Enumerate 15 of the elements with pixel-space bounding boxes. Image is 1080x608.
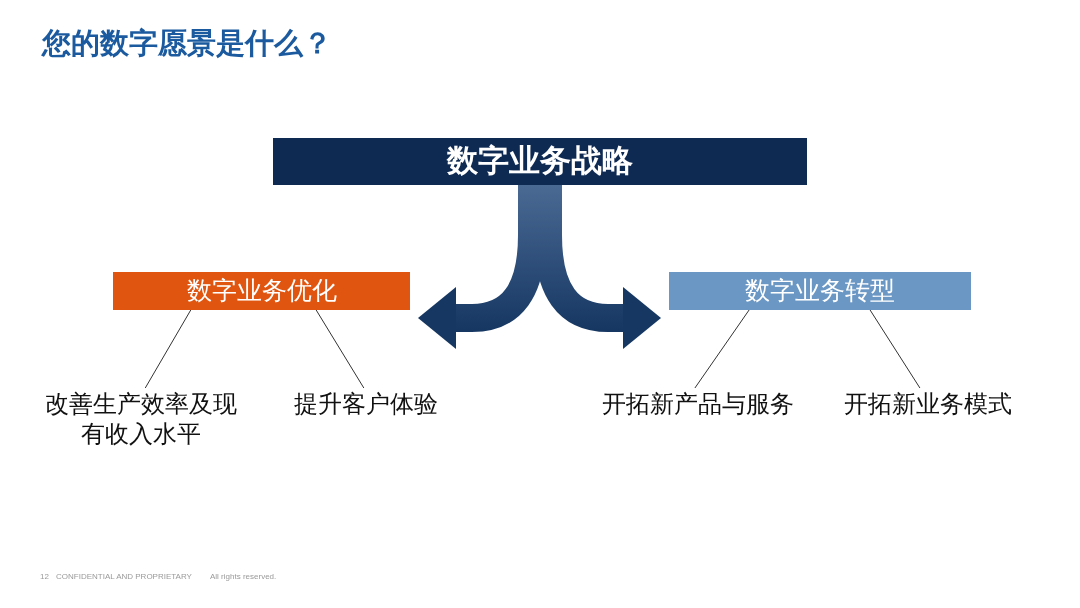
leader-line (315, 309, 365, 389)
slide-title: 您的数字愿景是什么？ (42, 26, 332, 61)
footer-text: 12 (40, 572, 49, 581)
outcome-text: 改善生产效率及现有收入水平 (44, 389, 238, 449)
category-box: 数字业务转型 (669, 272, 971, 310)
category-box: 数字业务优化 (113, 272, 410, 310)
footer-text: All rights reserved. (210, 572, 277, 581)
outcome-text: 提升客户体验 (294, 389, 438, 419)
outcome-text: 开拓新产品与服务 (602, 389, 794, 419)
outcome-text: 开拓新业务模式 (844, 389, 1012, 419)
strategy-box: 数字业务战略 (273, 138, 807, 185)
leader-line (144, 309, 192, 389)
footer-text: CONFIDENTIAL AND PROPRIETARY (56, 572, 192, 581)
leader-line (869, 309, 921, 389)
leader-line (694, 309, 750, 389)
